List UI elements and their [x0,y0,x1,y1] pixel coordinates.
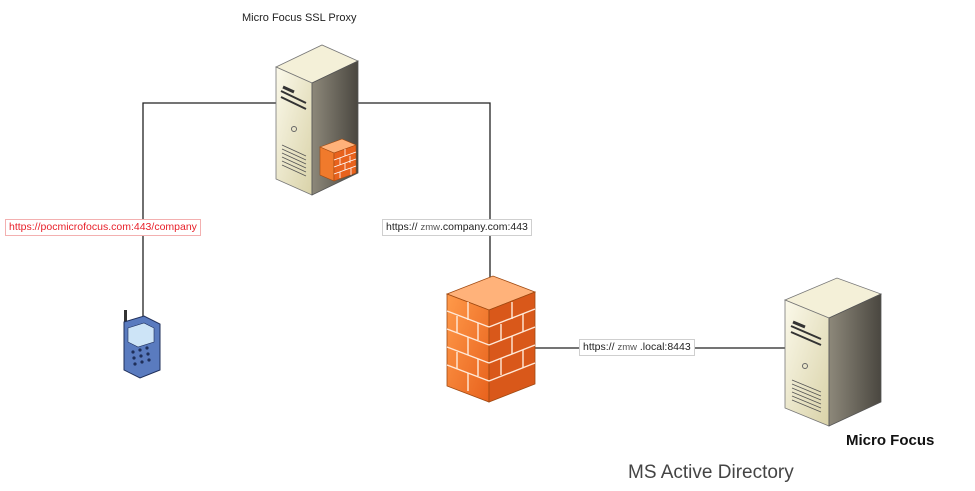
proxy-title: Micro Focus SSL Proxy [242,12,357,24]
ad-server-label: Micro Focus [846,432,935,449]
url-prefix: https:// [583,341,615,353]
ad-server-icon [783,277,883,427]
mobile-phone-icon [123,310,161,379]
line-proxy-to-firewall [350,102,491,288]
client-url-label: https://pocmicrofocus.com:443/company [5,219,201,236]
url-suffix: .company.com:443 [439,221,528,233]
url-prefix: https:// [386,221,418,233]
line-phone-to-proxy [142,102,278,318]
proxy-server-icon [275,44,359,196]
proxy-firewall-url-label: https:// zmw.company.com:443 [382,219,532,236]
url-suffix: .local:8443 [639,341,691,353]
firewall-ad-url-label: https:// zmw .local:8443 [579,339,695,356]
firewall-icon [445,275,537,403]
url-host: zmw [420,222,440,233]
url-host: zmw [617,342,637,353]
ad-server-sublabel: MS Active Directory [628,462,794,483]
